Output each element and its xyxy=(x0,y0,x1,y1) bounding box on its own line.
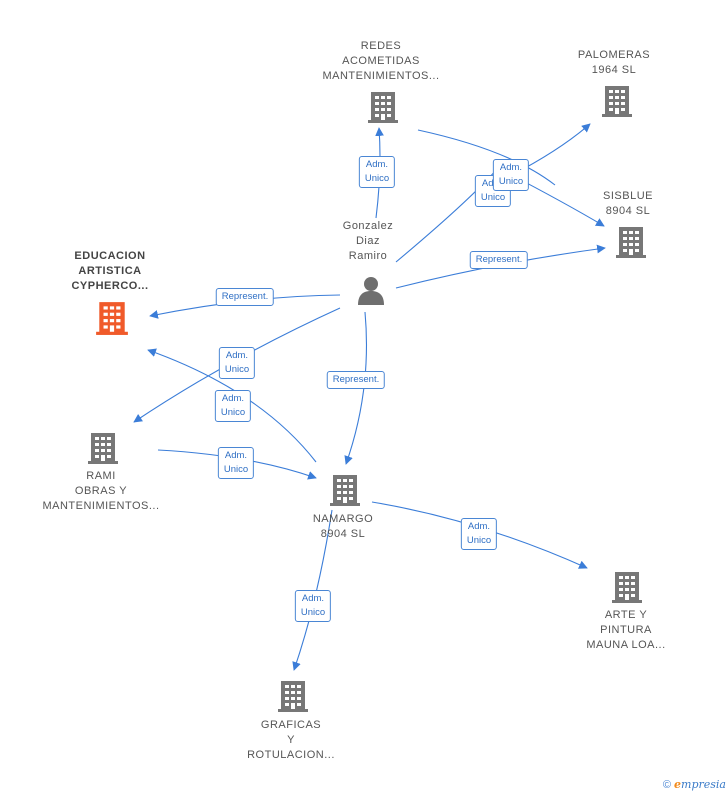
node-label-gonzalez[interactable]: Gonzalez Diaz Ramiro xyxy=(342,220,394,262)
edge-label-namargo-educacion: Adm.Unico xyxy=(214,390,252,422)
edge-label-namargo-graficas: Adm.Unico xyxy=(294,590,332,622)
node-label-arte[interactable]: ARTE Y PINTURA MAUNA LOA... xyxy=(586,609,666,651)
edge-label-gonzalez-educacion: Represent. xyxy=(215,288,275,306)
node-label-educacion[interactable]: EDUCACION ARTISTICA CYPHERCO... xyxy=(71,250,149,292)
node-label-graficas[interactable]: GRAFICAS Y ROTULACION... xyxy=(247,719,335,761)
node-label-rami[interactable]: RAMI OBRAS Y MANTENIMIENTOS... xyxy=(42,470,160,512)
edge-label-gonzalez-redes: Adm.Unico xyxy=(358,156,396,188)
edge-redes-sisblue xyxy=(417,129,556,186)
building-icon[interactable] xyxy=(612,572,642,603)
node-label-redes[interactable]: REDES ACOMETIDAS MANTENIMIENTOS... xyxy=(322,40,440,82)
edge-label-namargo-arte: Adm.Unico xyxy=(460,518,498,550)
building-icon[interactable] xyxy=(96,302,128,335)
edge-label-gonzalez-palomeras: Adm.Unico xyxy=(492,159,530,191)
building-icon[interactable] xyxy=(278,681,308,712)
footer-brand[interactable]: © empresia xyxy=(663,778,726,791)
edge-label-gonzalez-namargo: Represent. xyxy=(326,371,386,389)
edge-label-gonzalez-sisblue-rep: Represent. xyxy=(469,251,529,269)
edge-label-rami-namargo: Adm.Unico xyxy=(217,447,255,479)
node-label-palomeras[interactable]: PALOMERAS 1964 SL xyxy=(577,49,651,76)
edge-label-gonzalez-rami: Adm.Unico xyxy=(218,347,256,379)
building-icon[interactable] xyxy=(88,433,118,464)
node-label-namargo[interactable]: NAMARGO 8904 SL xyxy=(312,513,374,540)
building-icon[interactable] xyxy=(368,92,398,123)
person-icon[interactable] xyxy=(358,277,384,305)
copyright-icon: © xyxy=(662,779,671,791)
node-label-sisblue[interactable]: SISBLUE 8904 SL xyxy=(603,190,653,217)
brand-logo: empresia xyxy=(674,778,726,791)
building-icon[interactable] xyxy=(330,475,360,506)
building-icon[interactable] xyxy=(602,86,632,117)
building-icon[interactable] xyxy=(616,227,646,258)
